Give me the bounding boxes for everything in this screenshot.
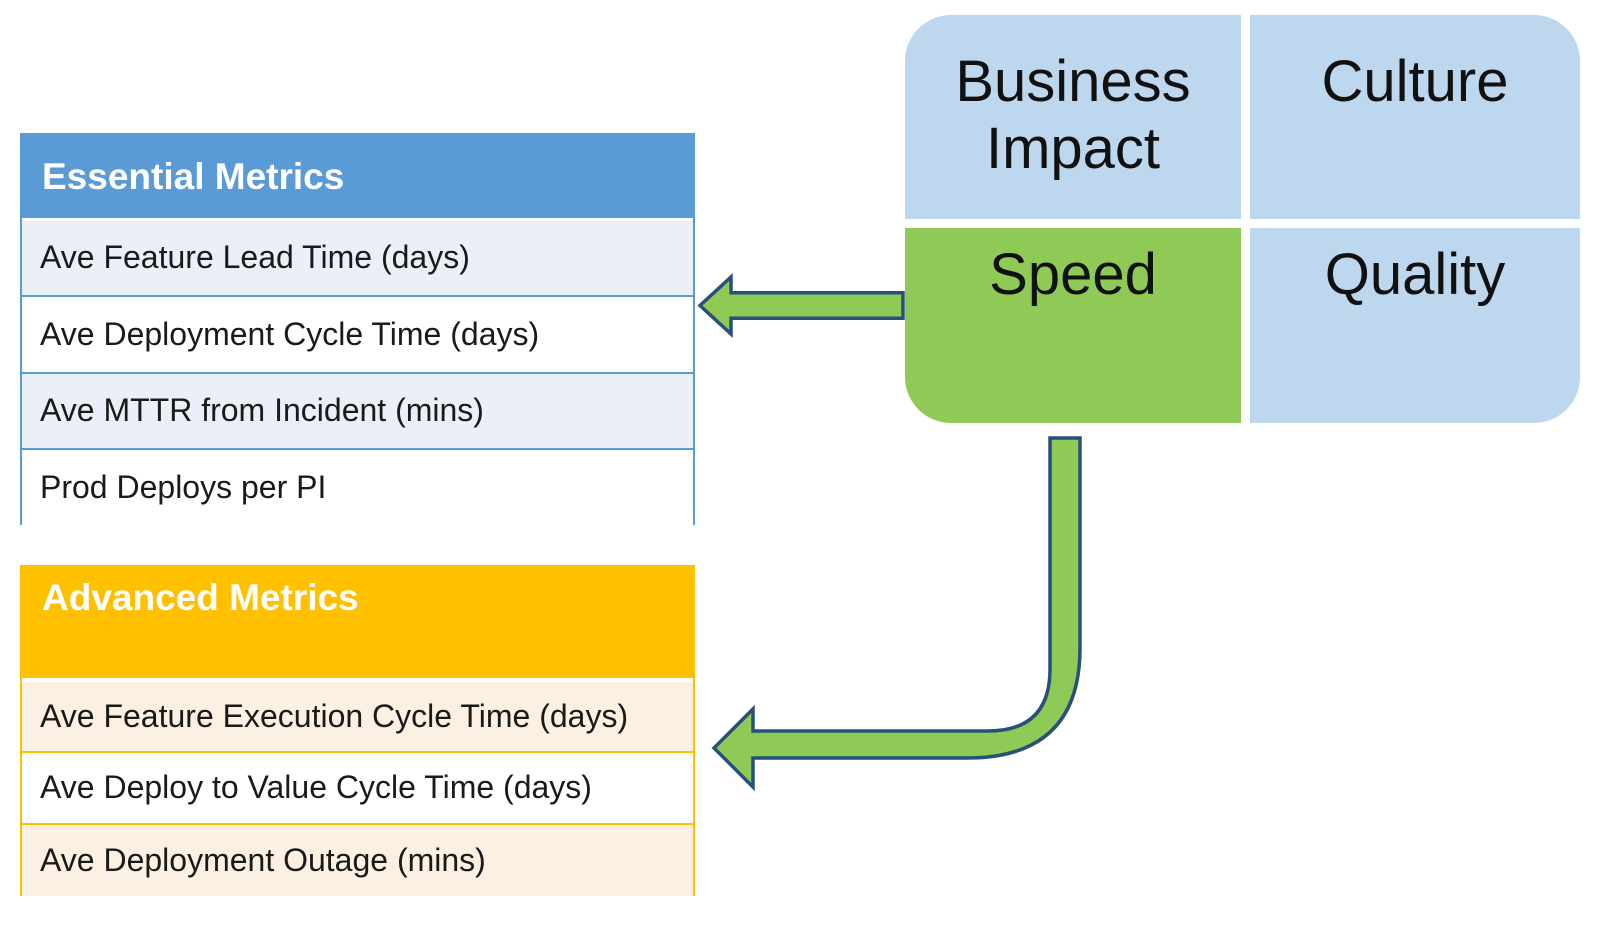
essential-metrics-header: Essential Metrics [22, 135, 693, 218]
quadrant-cell-quality: Quality [1250, 228, 1580, 423]
essential-metric-row: Prod Deploys per PI [22, 448, 693, 525]
advanced-metric-row: Ave Feature Execution Cycle Time (days) [22, 678, 693, 751]
advanced-metrics-header: Advanced Metrics [22, 567, 693, 678]
quadrant-cell-speed: Speed [905, 228, 1241, 423]
quadrant-cell-business-impact: Business Impact [905, 15, 1241, 219]
advanced-metrics-table: Advanced Metrics Ave Feature Execution C… [20, 565, 695, 896]
quadrant-grid: Business Impact Culture Speed Quality [905, 15, 1580, 423]
advanced-metric-row: Ave Deploy to Value Cycle Time (days) [22, 750, 693, 824]
essential-metrics-table: Essential Metrics Ave Feature Lead Time … [20, 133, 695, 525]
quadrant-cell-culture: Culture [1250, 15, 1580, 219]
advanced-metric-row: Ave Deployment Outage (mins) [22, 823, 693, 896]
essential-metric-row: Ave Feature Lead Time (days) [22, 218, 693, 295]
essential-metric-row: Ave MTTR from Incident (mins) [22, 371, 693, 449]
essential-metric-row: Ave Deployment Cycle Time (days) [22, 294, 693, 372]
left-arrow-icon [697, 273, 905, 338]
elbow-left-arrow-icon [711, 436, 1082, 792]
